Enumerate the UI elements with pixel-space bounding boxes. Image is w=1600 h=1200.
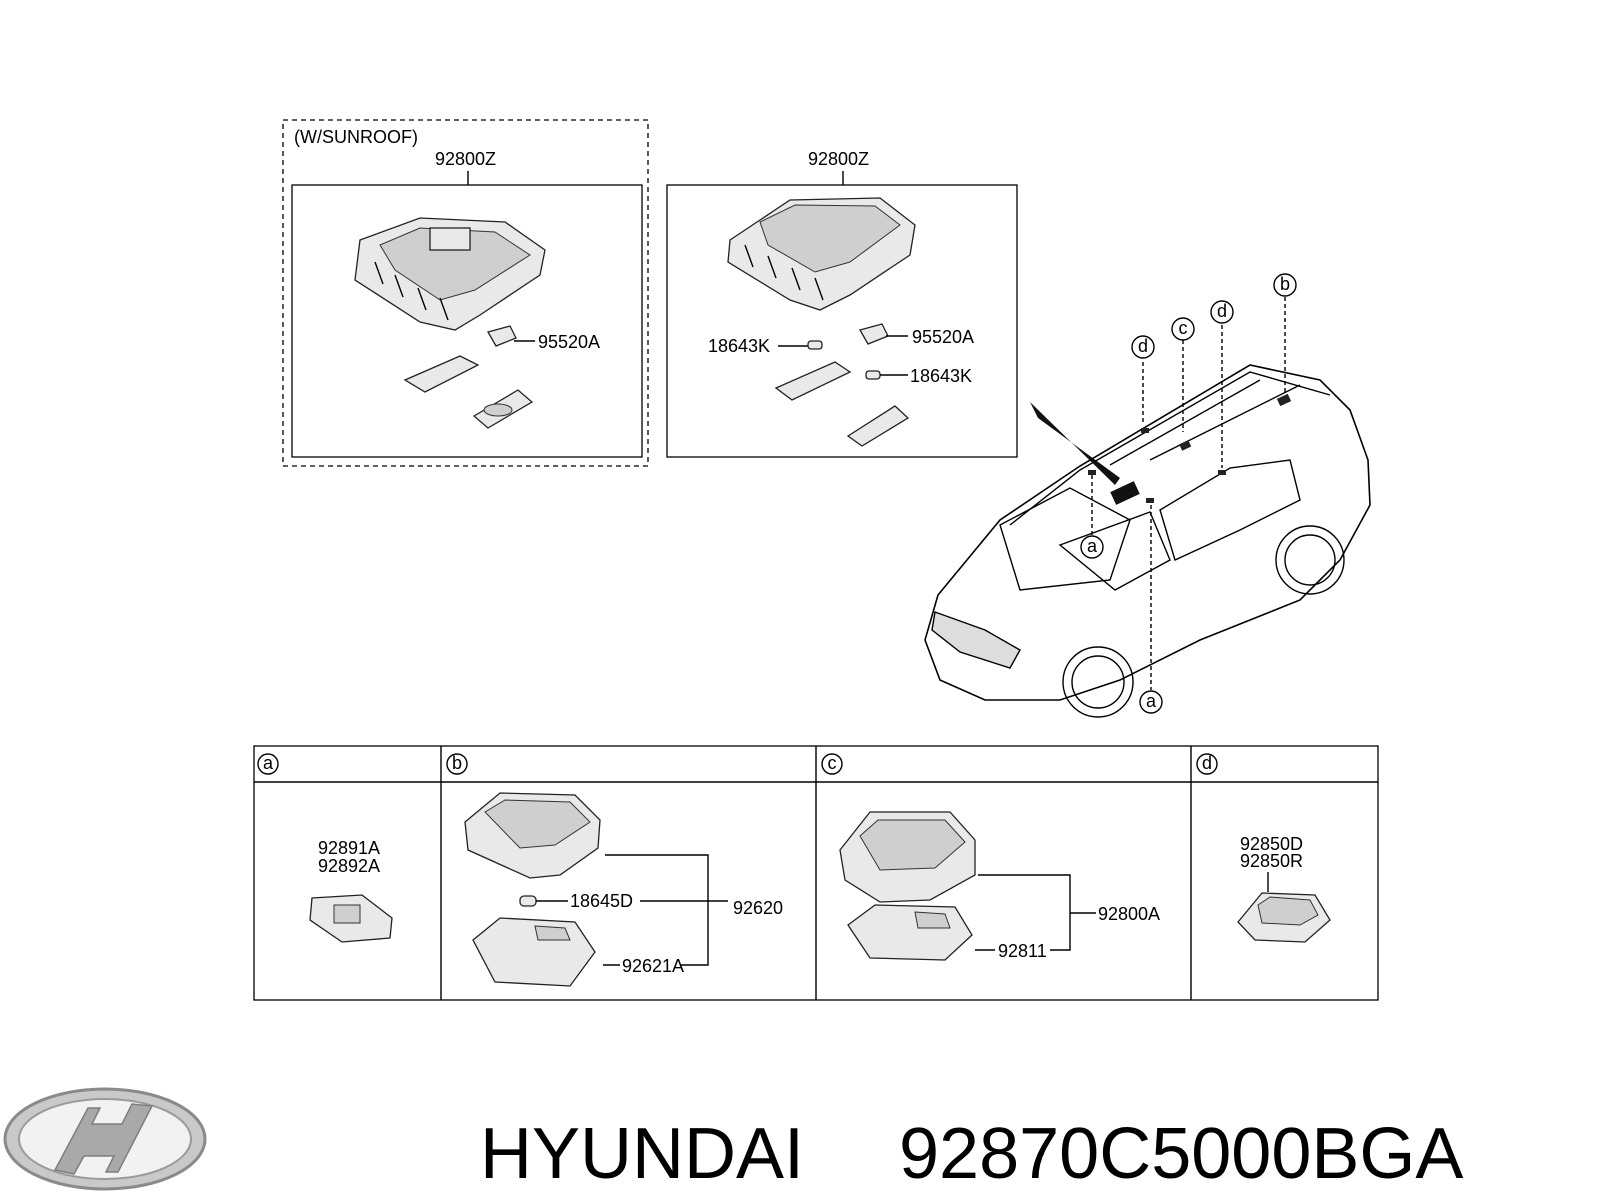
cell-b-lens: 92621A: [622, 956, 684, 976]
table-header-d: d: [1196, 753, 1218, 775]
cell-b-console-drawing: [464, 792, 601, 879]
cell-a-part1: 92891A: [318, 838, 380, 858]
cell-b-assembly: 92620: [733, 898, 783, 918]
footer-part-number: 92870C5000BGA: [899, 1114, 1463, 1194]
cell-b-bulb: 18645D: [570, 891, 633, 911]
footer-brand: HYUNDAI: [480, 1114, 804, 1194]
standard-switch-drawing: [859, 323, 908, 345]
callout-label: c: [1179, 318, 1188, 338]
cell-d-part1: 92850D: [1240, 834, 1303, 854]
callout-label: d: [1217, 301, 1227, 321]
cell-d-part2: 92850R: [1240, 851, 1303, 871]
detail-table: a b c d 92891A 92892A 18645D: [253, 745, 1379, 1001]
hyundai-logo: [3, 1087, 207, 1191]
cell-b-bulb-drawing: [519, 895, 537, 907]
vehicle-callouts: d c d b a a: [1080, 273, 1297, 714]
table-header-a: a: [257, 753, 279, 775]
svg-text:b: b: [452, 753, 462, 773]
svg-text:c: c: [828, 753, 837, 773]
cell-c-assembly: 92800A: [1098, 904, 1160, 924]
sunroof-title: (W/SUNROOF): [294, 127, 418, 147]
bulb-left-drawing: [807, 340, 823, 350]
callout-label: a: [1087, 536, 1098, 556]
callout-label: d: [1138, 336, 1148, 356]
table-header-c: c: [821, 753, 843, 775]
sunroof-part-top: 92800Z: [435, 149, 496, 169]
sunroof-lens-drawing: [403, 355, 534, 429]
cell-c-lens: 92811: [998, 941, 1047, 961]
standard-bulb-right: 18643K: [910, 366, 972, 386]
bulb-right-drawing: [865, 370, 881, 380]
sunroof-inner-frame: [291, 184, 643, 458]
cell-c-lens-drawing: [847, 904, 973, 961]
standard-part-top: 92800Z: [808, 149, 869, 169]
cell-d-drawing: [1237, 892, 1331, 943]
standard-bulb-left: 18643K: [708, 336, 770, 356]
cell-a-part2: 92892A: [318, 856, 380, 876]
vehicle-drawing: [924, 297, 1371, 718]
table-header-b: b: [446, 753, 468, 775]
cell-c-console-drawing: [839, 811, 976, 903]
callout-label: b: [1280, 274, 1290, 294]
standard-inner-frame: [666, 184, 1018, 458]
standard-part-switch: 95520A: [912, 327, 974, 347]
sunroof-part-switch: 95520A: [538, 332, 600, 352]
svg-text:d: d: [1202, 753, 1212, 773]
cell-b-lens-drawing: [472, 917, 596, 987]
pointer-wedge: [1030, 402, 1120, 485]
standard-console-drawing: [727, 197, 916, 311]
sunroof-console-drawing: [354, 217, 546, 331]
sunroof-switch-drawing: [487, 325, 535, 347]
callout-label: a: [1146, 691, 1157, 711]
sunroof-dashed-frame: [282, 119, 649, 467]
standard-lens-drawing: [774, 361, 910, 447]
svg-text:a: a: [263, 753, 274, 773]
cell-a-drawing: [309, 894, 393, 943]
sunroof-panel: (W/SUNROOF) 92800Z 95520A: [282, 119, 649, 467]
standard-panel: 92800Z 95520A 18643K 18643K: [666, 149, 1018, 458]
